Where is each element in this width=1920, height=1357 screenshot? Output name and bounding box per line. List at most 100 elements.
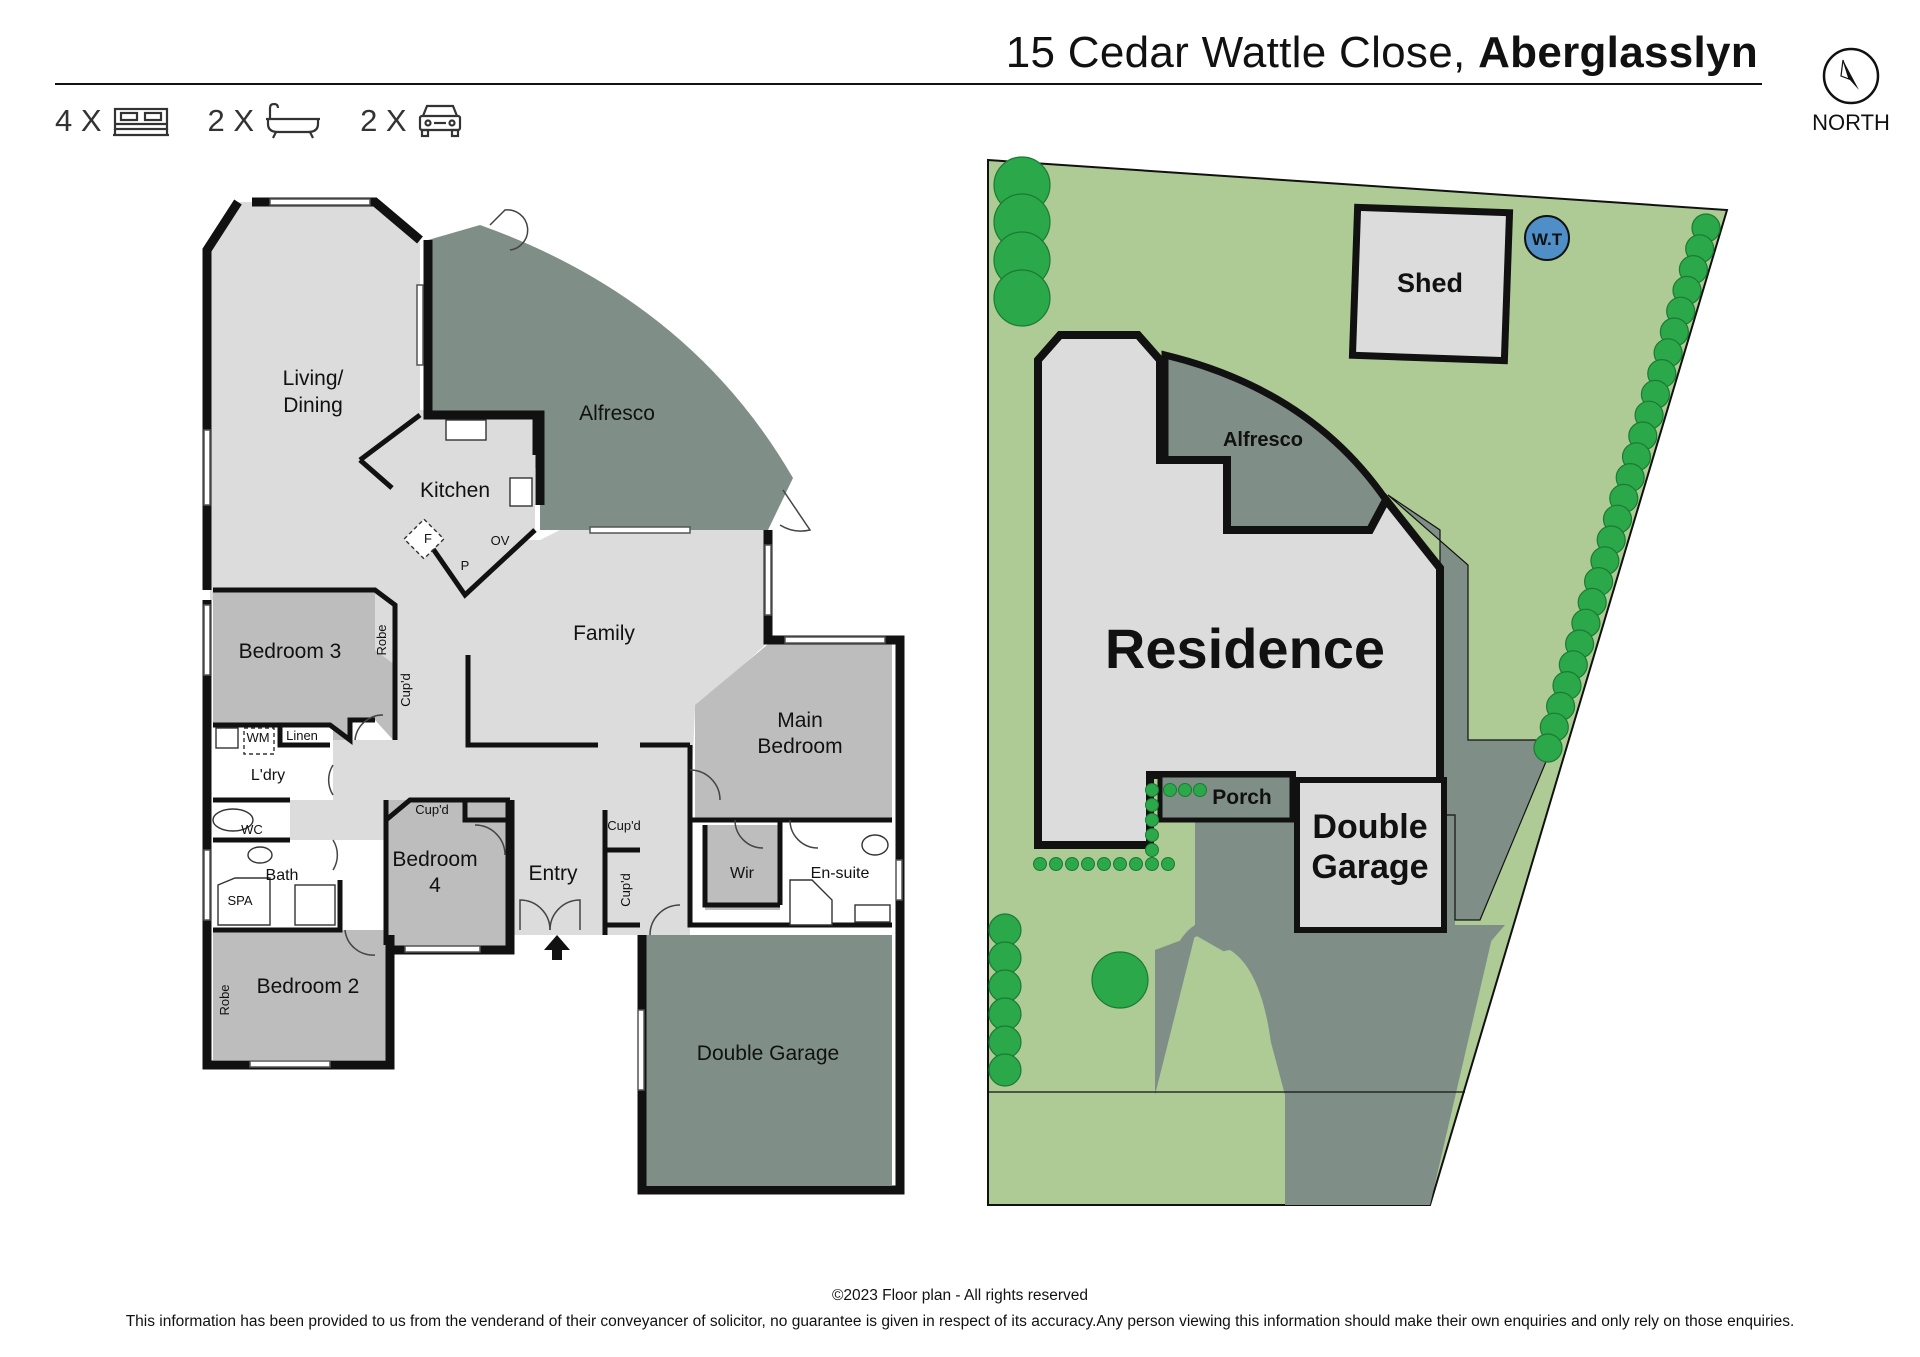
label-residence: Residence	[1105, 617, 1385, 680]
wall-wir	[702, 825, 780, 908]
label-bedroom3: Bedroom 3	[239, 640, 342, 663]
ensuite-shower	[789, 879, 833, 926]
driveway-loop	[1155, 925, 1505, 1205]
north-compass: NORTH	[1803, 46, 1899, 136]
wall-bedroom3-top	[213, 587, 398, 740]
compass-icon	[1822, 47, 1880, 105]
site-plan: Shed W.T Alfresco Residence Porch Double…	[987, 156, 1729, 1206]
window-family-east	[764, 544, 772, 616]
label-shed: Shed	[1397, 268, 1463, 298]
label-linen: Linen	[286, 728, 318, 743]
label-robe3: Robe	[374, 624, 389, 655]
wall-bedroom3-bottom	[213, 717, 375, 745]
garden-shrub	[1033, 857, 1047, 871]
label-bedroom4-1: Bedroom	[392, 848, 477, 871]
shed-building	[1348, 203, 1514, 365]
label-cupd-entry-small: Cup'd	[607, 818, 641, 833]
window-bath-west	[203, 849, 211, 921]
property-address: 15 Cedar Wattle Close, Aberglasslyn	[1006, 28, 1758, 78]
hedge-shrub	[1533, 733, 1563, 763]
label-garage: Double Garage	[697, 1042, 839, 1065]
label-porch: Porch	[1212, 786, 1272, 809]
label-wm: WM	[246, 730, 269, 745]
fridge-space	[403, 518, 445, 560]
disclaimer-note: This information has been provided to us…	[125, 1313, 1795, 1330]
wall-laundry-bottom	[213, 797, 290, 843]
bed-icon	[112, 107, 169, 137]
label-main-bedroom-1: Main	[777, 709, 823, 732]
garden-shrub	[1113, 857, 1127, 871]
site-shrubs	[1033, 783, 1207, 871]
ensuite-toilet	[861, 834, 889, 856]
ensuite-vanity	[854, 904, 891, 923]
window-bed2-south	[249, 1060, 331, 1068]
bedroom-count: 4 X	[55, 103, 170, 139]
label-pantry: P	[461, 558, 470, 573]
garage-room	[642, 935, 892, 1185]
window-living-west	[203, 429, 211, 506]
tree	[988, 1053, 1022, 1087]
label-entry: Entry	[528, 862, 578, 885]
wall-kitchen-island	[358, 412, 538, 490]
bedroom-3	[213, 590, 395, 742]
door-entry-right	[549, 899, 581, 931]
label-bedroom4-2: 4	[429, 874, 441, 897]
car-space-count: 2 X	[360, 102, 463, 140]
garden-shrub	[1145, 857, 1159, 871]
label-cupd-bed4: Cup'd	[415, 802, 449, 817]
garden-shrub	[1163, 783, 1177, 797]
feature-summary: 4 X 2 X 2 X	[55, 102, 463, 140]
shower	[294, 884, 336, 926]
living-dining-room	[207, 202, 540, 600]
main-bedroom	[695, 640, 892, 818]
bedroom-4	[386, 800, 510, 950]
label-bedroom2: Bedroom 2	[257, 975, 360, 998]
wall-bath-bottom	[213, 880, 343, 933]
tree	[988, 997, 1022, 1031]
car-count-label: 2 X	[360, 103, 407, 138]
site-hedge-east	[1533, 213, 1721, 763]
wall-entry-cupd	[602, 810, 640, 935]
tree	[988, 941, 1022, 975]
window-living-north	[269, 198, 371, 206]
garden-shrub	[1145, 828, 1159, 842]
garden-shrub	[1081, 857, 1095, 871]
door-bath	[332, 839, 339, 871]
garden-shrub	[1065, 857, 1079, 871]
kitchen-cooktop	[509, 477, 533, 507]
floor-plan: Living/ Dining Alfresco Kitchen Family B…	[202, 197, 905, 1195]
label-bath: Bath	[266, 867, 299, 884]
label-site-garage-1: Double	[1312, 808, 1427, 846]
label-ensuite: En-suite	[811, 865, 870, 882]
header-divider	[55, 83, 1762, 85]
window-living-slide	[416, 284, 424, 366]
label-water-tank: W.T	[1532, 230, 1563, 249]
label-fridge: F	[424, 531, 432, 546]
label-kitchen: Kitchen	[420, 479, 490, 502]
door-bed4	[474, 824, 506, 856]
wall-family-east	[637, 530, 905, 1195]
alfresco-area	[428, 225, 793, 530]
water-tank	[1524, 215, 1570, 261]
garden-shrub	[1145, 783, 1159, 797]
bathroom-count-label: 2 X	[207, 103, 255, 138]
laundry-tub	[215, 727, 239, 749]
label-dining: Dining	[283, 394, 343, 417]
label-main-bedroom-2: Bedroom	[757, 735, 842, 758]
garden-shrub	[1129, 857, 1143, 871]
driveway-island	[1180, 950, 1275, 1090]
label-family: Family	[573, 622, 635, 645]
window-bed4-south	[404, 945, 481, 953]
door-ensuite	[789, 819, 819, 849]
door-laundry	[327, 764, 334, 796]
kitchen-sink	[445, 419, 487, 441]
bedroom-count-label: 4 X	[55, 103, 102, 138]
porch-area	[1157, 772, 1295, 823]
bathtub-icon	[266, 102, 321, 139]
window-ensuite-east	[895, 859, 903, 901]
wc-toilet	[212, 808, 254, 832]
tree	[988, 1025, 1022, 1059]
wall-pantry	[417, 528, 537, 599]
door-entry-left	[519, 899, 551, 931]
